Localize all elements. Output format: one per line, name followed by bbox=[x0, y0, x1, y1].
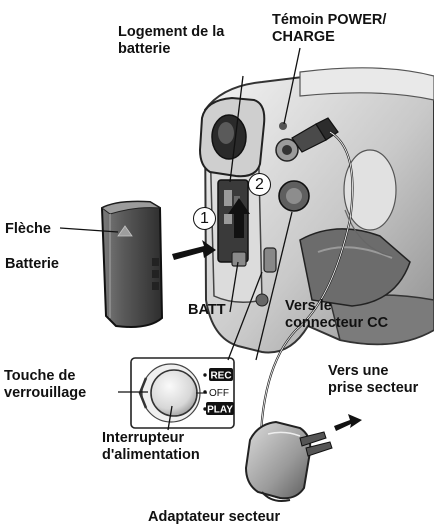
label-dc-connector: Vers le connecteur CC bbox=[285, 298, 388, 332]
label-batt: BATT bbox=[188, 302, 226, 319]
label-lock-button: Touche de verrouillage bbox=[4, 368, 86, 402]
label-ac-outlet: Vers une prise secteur bbox=[328, 363, 418, 397]
label-power-switch: Interrupteur d'alimentation bbox=[102, 430, 200, 464]
outlet-arrow bbox=[334, 414, 362, 431]
switch-inset: REC OFF PLAY bbox=[131, 358, 234, 428]
step-1-marker: 1 bbox=[193, 207, 216, 230]
label-battery-slot: Logement de la batterie bbox=[118, 24, 224, 58]
switch-position-play: PLAY bbox=[207, 405, 233, 416]
label-battery: Batterie bbox=[5, 256, 59, 273]
label-ac-adapter: Adaptateur secteur bbox=[148, 509, 280, 526]
switch-position-off: OFF bbox=[209, 388, 229, 399]
label-power-charge-lamp: Témoin POWER/ CHARGE bbox=[272, 12, 386, 46]
label-arrow: Flèche bbox=[5, 221, 51, 238]
switch-position-rec: REC bbox=[210, 371, 231, 382]
battery-pack bbox=[102, 202, 162, 327]
step-2-marker: 2 bbox=[248, 173, 271, 196]
ac-adapter bbox=[246, 422, 332, 501]
